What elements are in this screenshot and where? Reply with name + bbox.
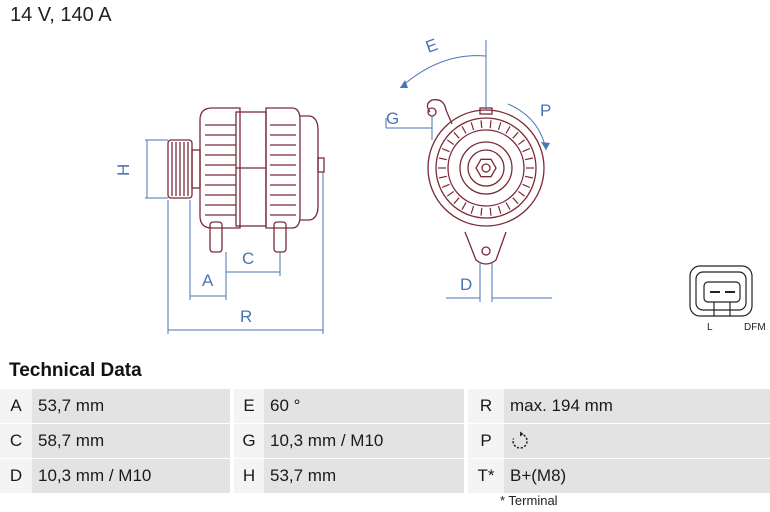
cooling-vent-slot xyxy=(453,197,460,205)
cooling-vent-slot xyxy=(512,197,519,205)
technical-data-table: A 53,7 mm E 60 ° R max. 194 mm C 58,7 mm… xyxy=(0,389,770,494)
cooling-vent-slot xyxy=(497,122,502,131)
cooling-vent-slot xyxy=(446,139,454,145)
dimension-label-c: C xyxy=(242,249,254,268)
rotation-clockwise-icon xyxy=(512,431,528,449)
spec-value: 53,7 mm xyxy=(264,458,464,494)
spec-value-rotation xyxy=(504,423,770,459)
rear-housing xyxy=(265,107,325,229)
spec-key: R xyxy=(468,389,504,424)
alternator-front-view xyxy=(426,99,545,265)
cooling-vents xyxy=(438,120,534,216)
front-housing xyxy=(199,107,241,229)
cooling-vent-slot xyxy=(522,147,531,153)
spec-value: 10,3 mm / M10 xyxy=(32,458,230,494)
spec-key: H xyxy=(234,458,264,494)
cooling-vent-slot xyxy=(518,139,526,145)
spec-value: 60 ° xyxy=(264,389,464,424)
lower-mounting-ear xyxy=(464,231,507,265)
alternator-technical-drawing: H A C R E xyxy=(114,35,766,334)
dimension-label-a: A xyxy=(202,271,214,290)
pulley xyxy=(167,139,201,199)
spec-key: D xyxy=(0,458,32,494)
spec-value: 58,7 mm xyxy=(32,423,230,459)
cooling-vent-slot xyxy=(522,183,531,189)
cooling-vent-slot xyxy=(512,131,519,139)
cooling-vent-slot xyxy=(441,147,450,153)
cooling-vent-slot xyxy=(497,205,502,214)
cooling-vent-slot xyxy=(505,126,511,134)
cooling-vent-slot xyxy=(461,126,467,134)
spec-key: P xyxy=(468,423,504,459)
dimension-label-d: D xyxy=(460,275,472,294)
spec-key: A xyxy=(0,389,32,424)
table-row: A 53,7 mm E 60 ° R max. 194 mm xyxy=(0,389,770,424)
cooling-vent-slot xyxy=(470,122,475,131)
cooling-vent-slot xyxy=(518,191,526,197)
cooling-vent-slot xyxy=(438,157,448,161)
plug-connector xyxy=(689,265,753,317)
page-title: 14 V, 140 A xyxy=(10,4,112,26)
cooling-vent-slot xyxy=(489,120,492,129)
upper-mounting-ear xyxy=(426,99,453,125)
cooling-vent-slot xyxy=(480,120,483,129)
table-row: C 58,7 mm G 10,3 mm / M10 P xyxy=(0,423,770,459)
dimension-label-r: R xyxy=(240,307,252,326)
cooling-vent-slot xyxy=(489,207,492,216)
cooling-vent-slot xyxy=(524,175,534,179)
alternator-side-view xyxy=(167,107,325,253)
cooling-vent-slot xyxy=(505,202,511,210)
spec-key: C xyxy=(0,423,32,459)
terminal-footnote: * Terminal xyxy=(500,493,558,508)
table-row: D 10,3 mm / M10 H 53,7 mm T* B+(M8) xyxy=(0,458,770,494)
dimension-label-e: E xyxy=(423,35,440,57)
spec-value: max. 194 mm xyxy=(504,389,770,424)
dimension-label-h: H xyxy=(114,164,133,176)
cooling-vent-slot xyxy=(441,183,450,189)
spec-key: E xyxy=(234,389,264,424)
pulley-nut xyxy=(475,158,497,178)
spec-value: B+(M8) xyxy=(504,458,770,494)
cooling-vent-slot xyxy=(524,157,534,161)
cooling-vent-slot xyxy=(453,131,460,139)
dimension-label-g: G xyxy=(386,109,399,128)
cooling-vent-slot xyxy=(480,207,483,216)
connector-label-l: L xyxy=(707,322,713,333)
technical-data-heading: Technical Data xyxy=(9,360,142,381)
spec-value: 10,3 mm / M10 xyxy=(264,423,464,459)
cooling-vent-slot xyxy=(461,202,467,210)
spec-key: T* xyxy=(468,458,504,494)
connector-label-dfm: DFM xyxy=(744,322,766,333)
cooling-vent-slot xyxy=(438,175,448,179)
front-view-dimensions xyxy=(385,40,552,302)
cooling-vent-slot xyxy=(446,191,454,197)
spec-key: G xyxy=(234,423,264,459)
side-view-dimensions xyxy=(145,139,324,334)
spec-value: 53,7 mm xyxy=(32,389,230,424)
dimension-label-p: P xyxy=(540,101,551,120)
cooling-vent-slot xyxy=(470,205,475,214)
